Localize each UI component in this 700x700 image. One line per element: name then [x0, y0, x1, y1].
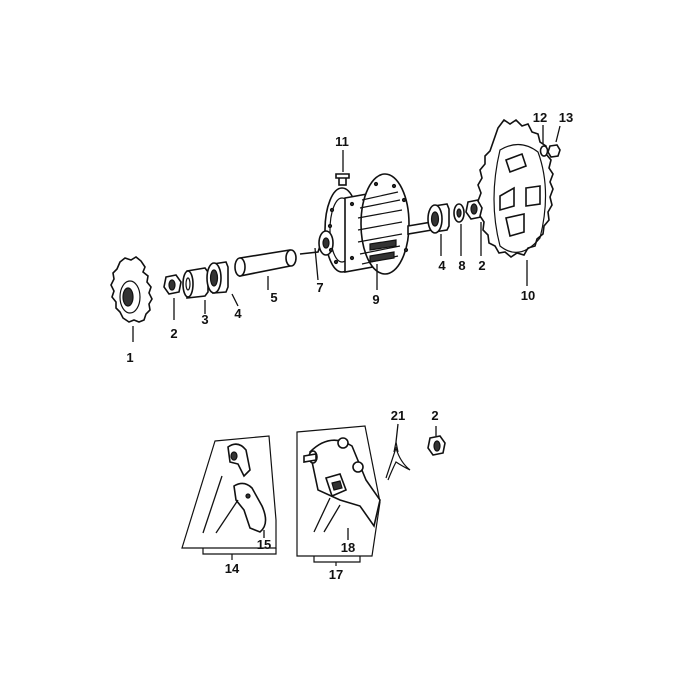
callout-1: 1	[126, 350, 133, 365]
nut-part-2	[163, 274, 182, 295]
callout-15: 15	[257, 537, 271, 552]
callout-14: 14	[225, 561, 240, 576]
callout-7: 7	[316, 280, 323, 295]
callout-12: 12	[533, 110, 547, 125]
callout-11: 11	[335, 134, 349, 149]
nut-part-13	[547, 144, 561, 158]
callout-2-right: 2	[478, 258, 485, 273]
spring-clip-part-21	[385, 441, 411, 481]
washer-part-8	[453, 203, 465, 223]
callout-8: 8	[458, 258, 465, 273]
callout-4-right: 4	[438, 258, 446, 273]
callout-4-left: 4	[234, 306, 242, 321]
callout-2-lower: 2	[431, 408, 438, 423]
callout-5: 5	[270, 290, 277, 305]
cone-part-3	[182, 267, 209, 299]
nut-part-2-lower	[427, 435, 446, 456]
bearing-part-4-right	[427, 203, 450, 234]
washer-part-12	[539, 145, 549, 157]
chainring-part-10	[477, 118, 554, 258]
brake-plate-group-17	[296, 425, 381, 557]
callout-13: 13	[559, 110, 573, 125]
callout-10: 10	[521, 288, 535, 303]
callout-17: 17	[329, 567, 343, 582]
callout-2-left: 2	[170, 326, 177, 341]
callout-21: 21	[391, 408, 405, 423]
callout-9: 9	[372, 292, 379, 307]
leader-lines	[132, 125, 561, 566]
hub-part-9	[299, 173, 433, 275]
sleeve-part-5	[234, 249, 297, 277]
sprocket-part-1	[110, 256, 153, 323]
brake-shoe-group-14	[181, 435, 277, 549]
callout-3: 3	[201, 312, 208, 327]
bearing-part-4-left	[206, 261, 229, 294]
callout-18: 18	[341, 540, 355, 555]
bolt-part-11	[335, 173, 350, 186]
